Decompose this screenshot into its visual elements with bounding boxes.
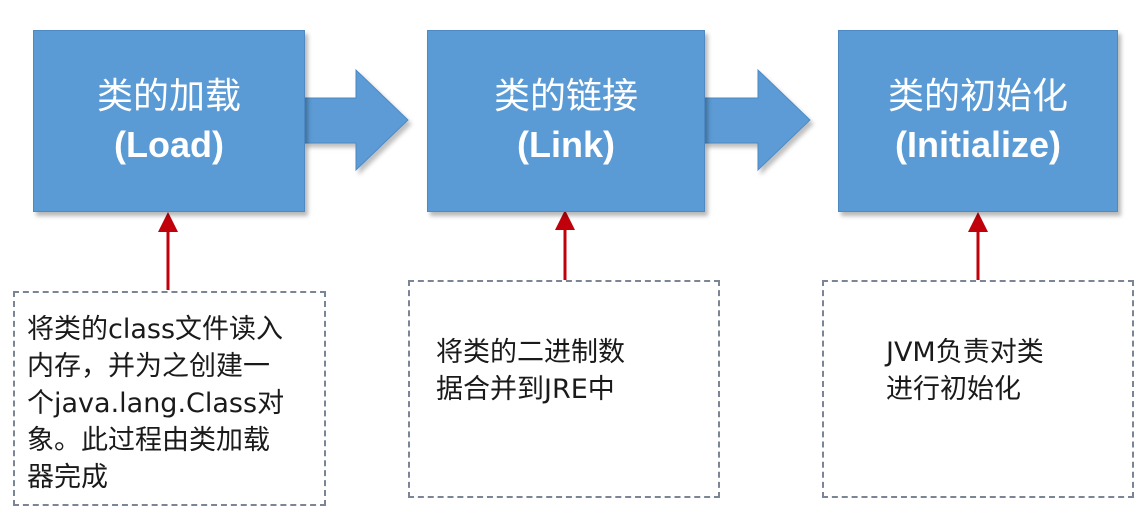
- block-arrow-link-to-initialize: [703, 68, 811, 172]
- description-box-load: 将类的class文件读入 内存，并为之创建一 个java.lang.Class对…: [13, 291, 326, 506]
- stage-box-initialize: 类的初始化 (Initialize): [838, 30, 1118, 212]
- pointer-arrow-load: [158, 212, 178, 290]
- description-line: 进行初始化: [886, 374, 1021, 405]
- stage-subtitle: (Load): [114, 124, 224, 165]
- description-line: 将类的class文件读入: [27, 314, 284, 345]
- stage-title: 类的加载: [96, 76, 241, 117]
- stage-subtitle: (Link): [517, 124, 615, 165]
- description-line: JVM负责对类: [886, 337, 1044, 368]
- stage-title: 类的初始化: [887, 76, 1068, 117]
- pointer-arrow-initialize: [968, 212, 988, 280]
- description-line: 器完成: [27, 462, 108, 493]
- pointer-arrow-link: [555, 210, 575, 280]
- stage-box-load: 类的加载 (Load): [33, 30, 305, 212]
- description-box-initialize: JVM负责对类 进行初始化: [822, 280, 1134, 498]
- description-line: 象。此过程由类加载: [27, 425, 270, 456]
- description-line: 内存，并为之创建一: [27, 351, 270, 382]
- description-line: 据合并到JRE中: [436, 374, 615, 405]
- description-box-link: 将类的二进制数 据合并到JRE中: [408, 280, 720, 498]
- stage-title: 类的链接: [493, 76, 638, 117]
- stage-subtitle: (Initialize): [894, 124, 1061, 165]
- description-line: 将类的二进制数: [436, 337, 625, 368]
- block-arrow-load-to-link: [303, 68, 409, 172]
- description-line: 个java.lang.Class对: [27, 388, 285, 419]
- stage-box-link: 类的链接 (Link): [427, 30, 705, 212]
